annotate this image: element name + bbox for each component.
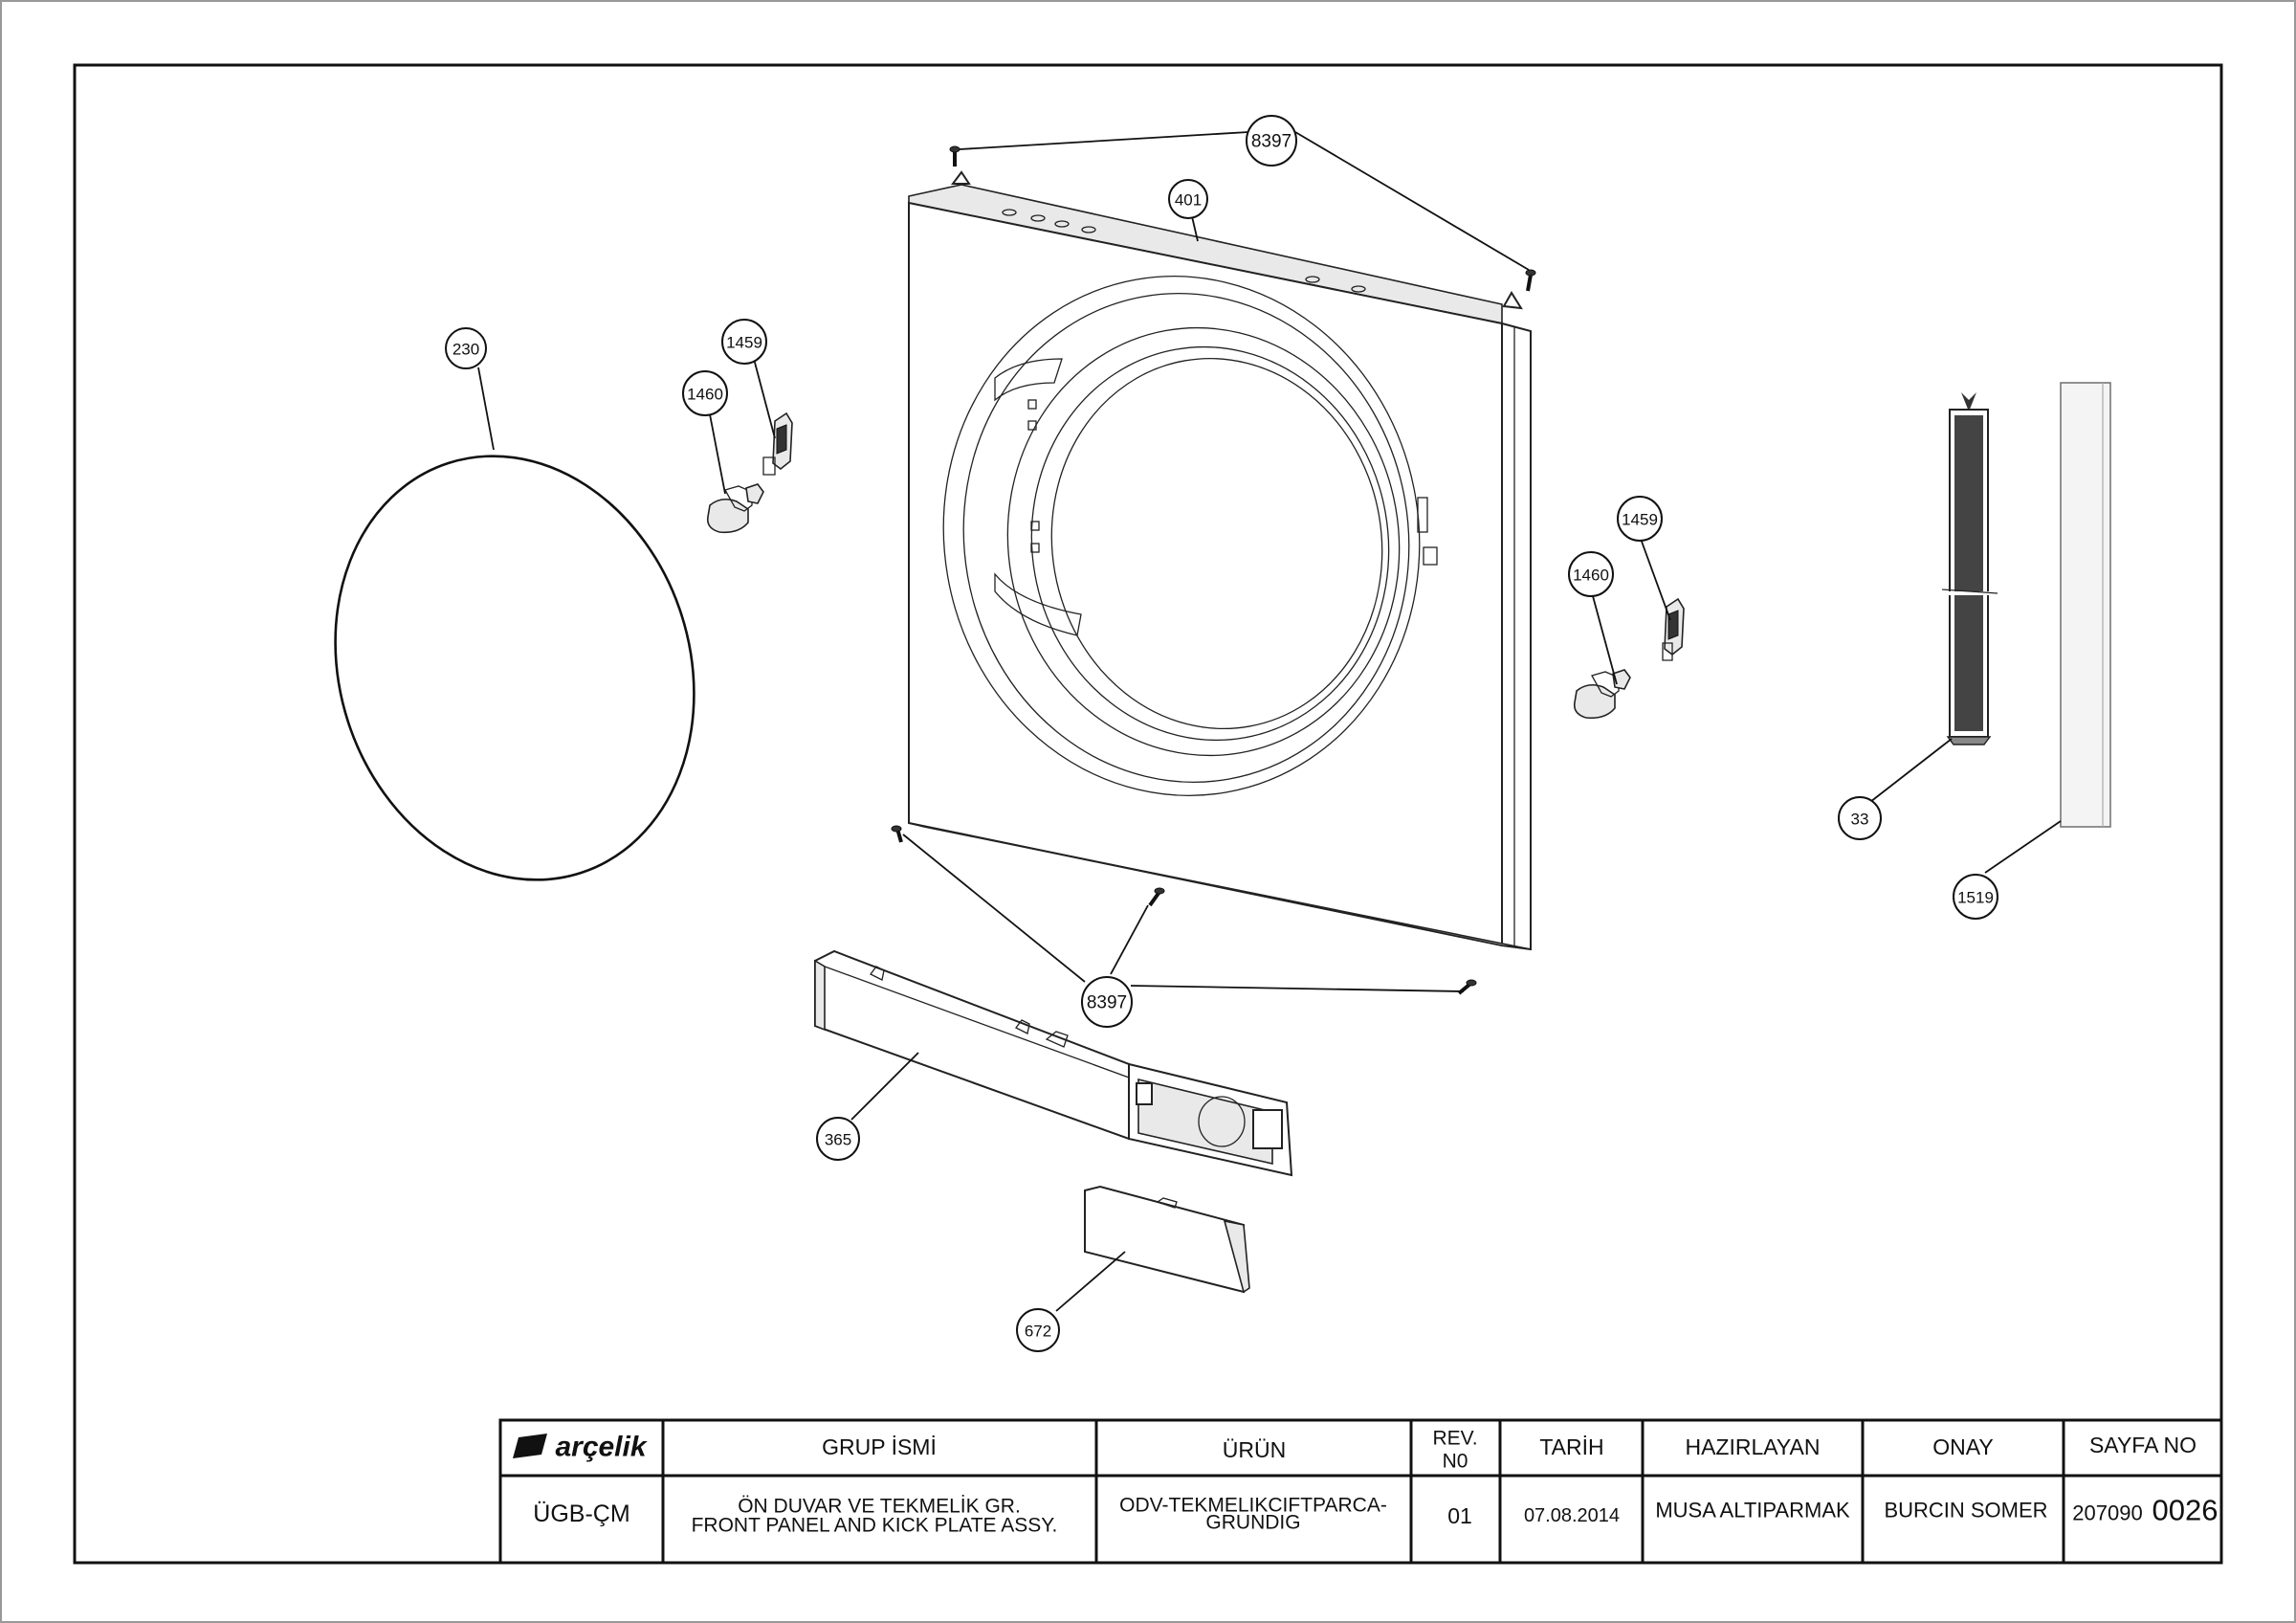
value-group-name-en: FRONT PANEL AND KICK PLATE ASSY. (692, 1515, 1058, 1537)
value-product-line2: GRUNDIG (1205, 1512, 1300, 1534)
header-product: ÜRÜN (1223, 1437, 1286, 1462)
svg-text:230: 230 (453, 341, 479, 359)
callout-1459-left: 1459 (721, 319, 767, 365)
svg-text:1460: 1460 (1573, 567, 1609, 585)
svg-text:1459: 1459 (726, 334, 762, 352)
part-672-cover (1084, 1185, 1250, 1294)
screw-8397-top-left (949, 145, 960, 167)
part-1460-right-hinge (1573, 669, 1631, 720)
value-department: ÜGB-ÇM (533, 1501, 629, 1527)
leader-lines (477, 131, 2062, 1312)
callout-230: 230 (445, 327, 487, 369)
value-prepared-by: MUSA ALTIPARMAK (1655, 1499, 1850, 1523)
callout-1519: 1519 (1953, 874, 1998, 920)
header-rev-line1: REV. (1432, 1428, 1477, 1450)
part-1459-right-clip (1662, 597, 1685, 661)
arcelik-logo-mark-icon (513, 1434, 547, 1458)
title-block: arçelik GRUP İSMİ ÜRÜN REV. N0 TARİH HAZ… (498, 1418, 2223, 1565)
svg-text:672: 672 (1025, 1323, 1051, 1341)
value-product-line1: ODV-TEKMELIKCIFTPARCA- (1119, 1495, 1387, 1517)
svg-text:8397: 8397 (1251, 132, 1292, 152)
value-date: 07.08.2014 (1524, 1505, 1620, 1526)
part-1460-left-hinge (706, 483, 764, 534)
part-1459-left-clip (762, 411, 793, 476)
part-33-seal-strip (1941, 392, 1998, 745)
header-page-no: SAYFA NO (2089, 1433, 2197, 1457)
part-230-door-glass (334, 455, 695, 881)
value-rev: 01 (1447, 1503, 1472, 1528)
svg-text:1459: 1459 (1622, 511, 1658, 529)
callout-33: 33 (1838, 796, 1882, 840)
callout-8397-bottom: 8397 (1081, 976, 1133, 1028)
callout-401: 401 (1168, 179, 1208, 219)
screw-8397-bottom-mid (1148, 887, 1165, 907)
callout-8397-top: 8397 (1246, 115, 1297, 167)
header-group-name: GRUP İSMİ (822, 1434, 937, 1459)
screw-8397-bottom-left (891, 825, 903, 843)
svg-text:1519: 1519 (1957, 889, 1994, 907)
svg-text:8397: 8397 (1087, 993, 1127, 1013)
callout-1460-right: 1460 (1568, 551, 1614, 597)
header-prepared-by: HAZIRLAYAN (1685, 1434, 1820, 1459)
header-date: TARİH (1539, 1434, 1603, 1459)
part-365-kick-plate (814, 949, 1293, 1177)
svg-text:33: 33 (1851, 811, 1869, 829)
header-rev-line2: N0 (1443, 1451, 1468, 1473)
callout-365: 365 (816, 1117, 860, 1161)
screw-8397-top-right (1525, 269, 1536, 292)
value-page-no-suffix: 0026 (2152, 1494, 2219, 1527)
value-approval: BURCIN SOMER (1884, 1499, 2047, 1523)
arcelik-logo: arçelik (513, 1432, 648, 1463)
callout-1460-left: 1460 (682, 370, 728, 416)
value-group-name-tr: ÖN DUVAR VE TEKMELİK GR. (738, 1496, 1021, 1518)
callout-672: 672 (1016, 1308, 1060, 1352)
svg-text:1460: 1460 (687, 386, 723, 404)
svg-text:365: 365 (825, 1131, 851, 1149)
svg-text:arçelik: arçelik (555, 1432, 647, 1463)
callout-1459-right: 1459 (1617, 496, 1663, 542)
header-approval: ONAY (1932, 1434, 1993, 1459)
part-401-front-panel (908, 170, 1532, 951)
svg-text:401: 401 (1175, 191, 1202, 210)
value-page-no-prefix: 207090 (2072, 1501, 2142, 1525)
part-1519-strip (2060, 382, 2111, 828)
